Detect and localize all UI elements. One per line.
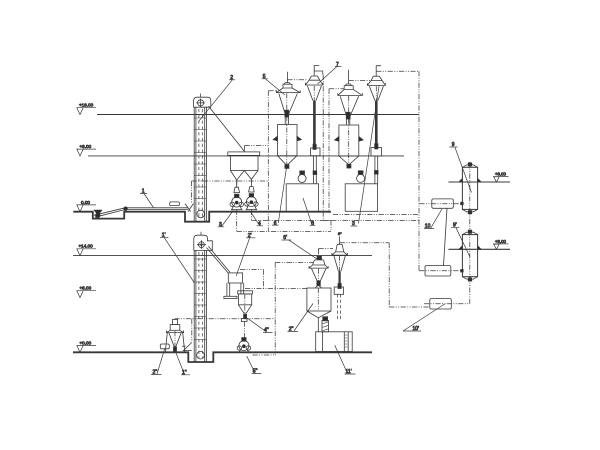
svg-text:1'': 1''	[182, 370, 187, 376]
svg-text:+16.00: +16.00	[79, 103, 94, 108]
svg-text:7: 7	[336, 62, 339, 68]
svg-text:2': 2'	[248, 233, 252, 239]
svg-text:5'': 5''	[253, 369, 258, 375]
svg-text:11': 11'	[346, 369, 352, 375]
svg-text:+14.00: +14.00	[79, 244, 94, 249]
svg-text:5: 5	[263, 74, 266, 80]
svg-text:+8.00: +8.00	[80, 144, 92, 149]
svg-text:9: 9	[452, 142, 455, 148]
svg-text:2'': 2''	[289, 327, 294, 333]
svg-text:8'': 8''	[338, 232, 342, 236]
svg-text:1': 1'	[162, 232, 166, 238]
svg-text:+8.00: +8.00	[495, 172, 506, 177]
svg-text:2'': 2''	[153, 370, 158, 376]
svg-text:1: 1	[142, 189, 145, 195]
svg-text:8: 8	[311, 221, 314, 227]
svg-text:4: 4	[258, 221, 261, 227]
svg-text:0.00: 0.00	[81, 200, 90, 205]
svg-text:10': 10'	[413, 326, 420, 332]
svg-text:+8.00: +8.00	[495, 239, 506, 244]
svg-text:+8.00: +8.00	[80, 286, 92, 291]
svg-text:6': 6'	[283, 235, 287, 241]
svg-text:4'': 4''	[264, 328, 269, 334]
svg-text:6: 6	[274, 221, 277, 227]
svg-text:10: 10	[425, 223, 431, 229]
svg-text:3: 3	[219, 222, 222, 228]
svg-text:3: 3	[352, 221, 355, 227]
svg-text:+0.00: +0.00	[80, 340, 92, 345]
svg-text:9': 9'	[453, 222, 457, 228]
svg-text:2: 2	[230, 75, 233, 81]
